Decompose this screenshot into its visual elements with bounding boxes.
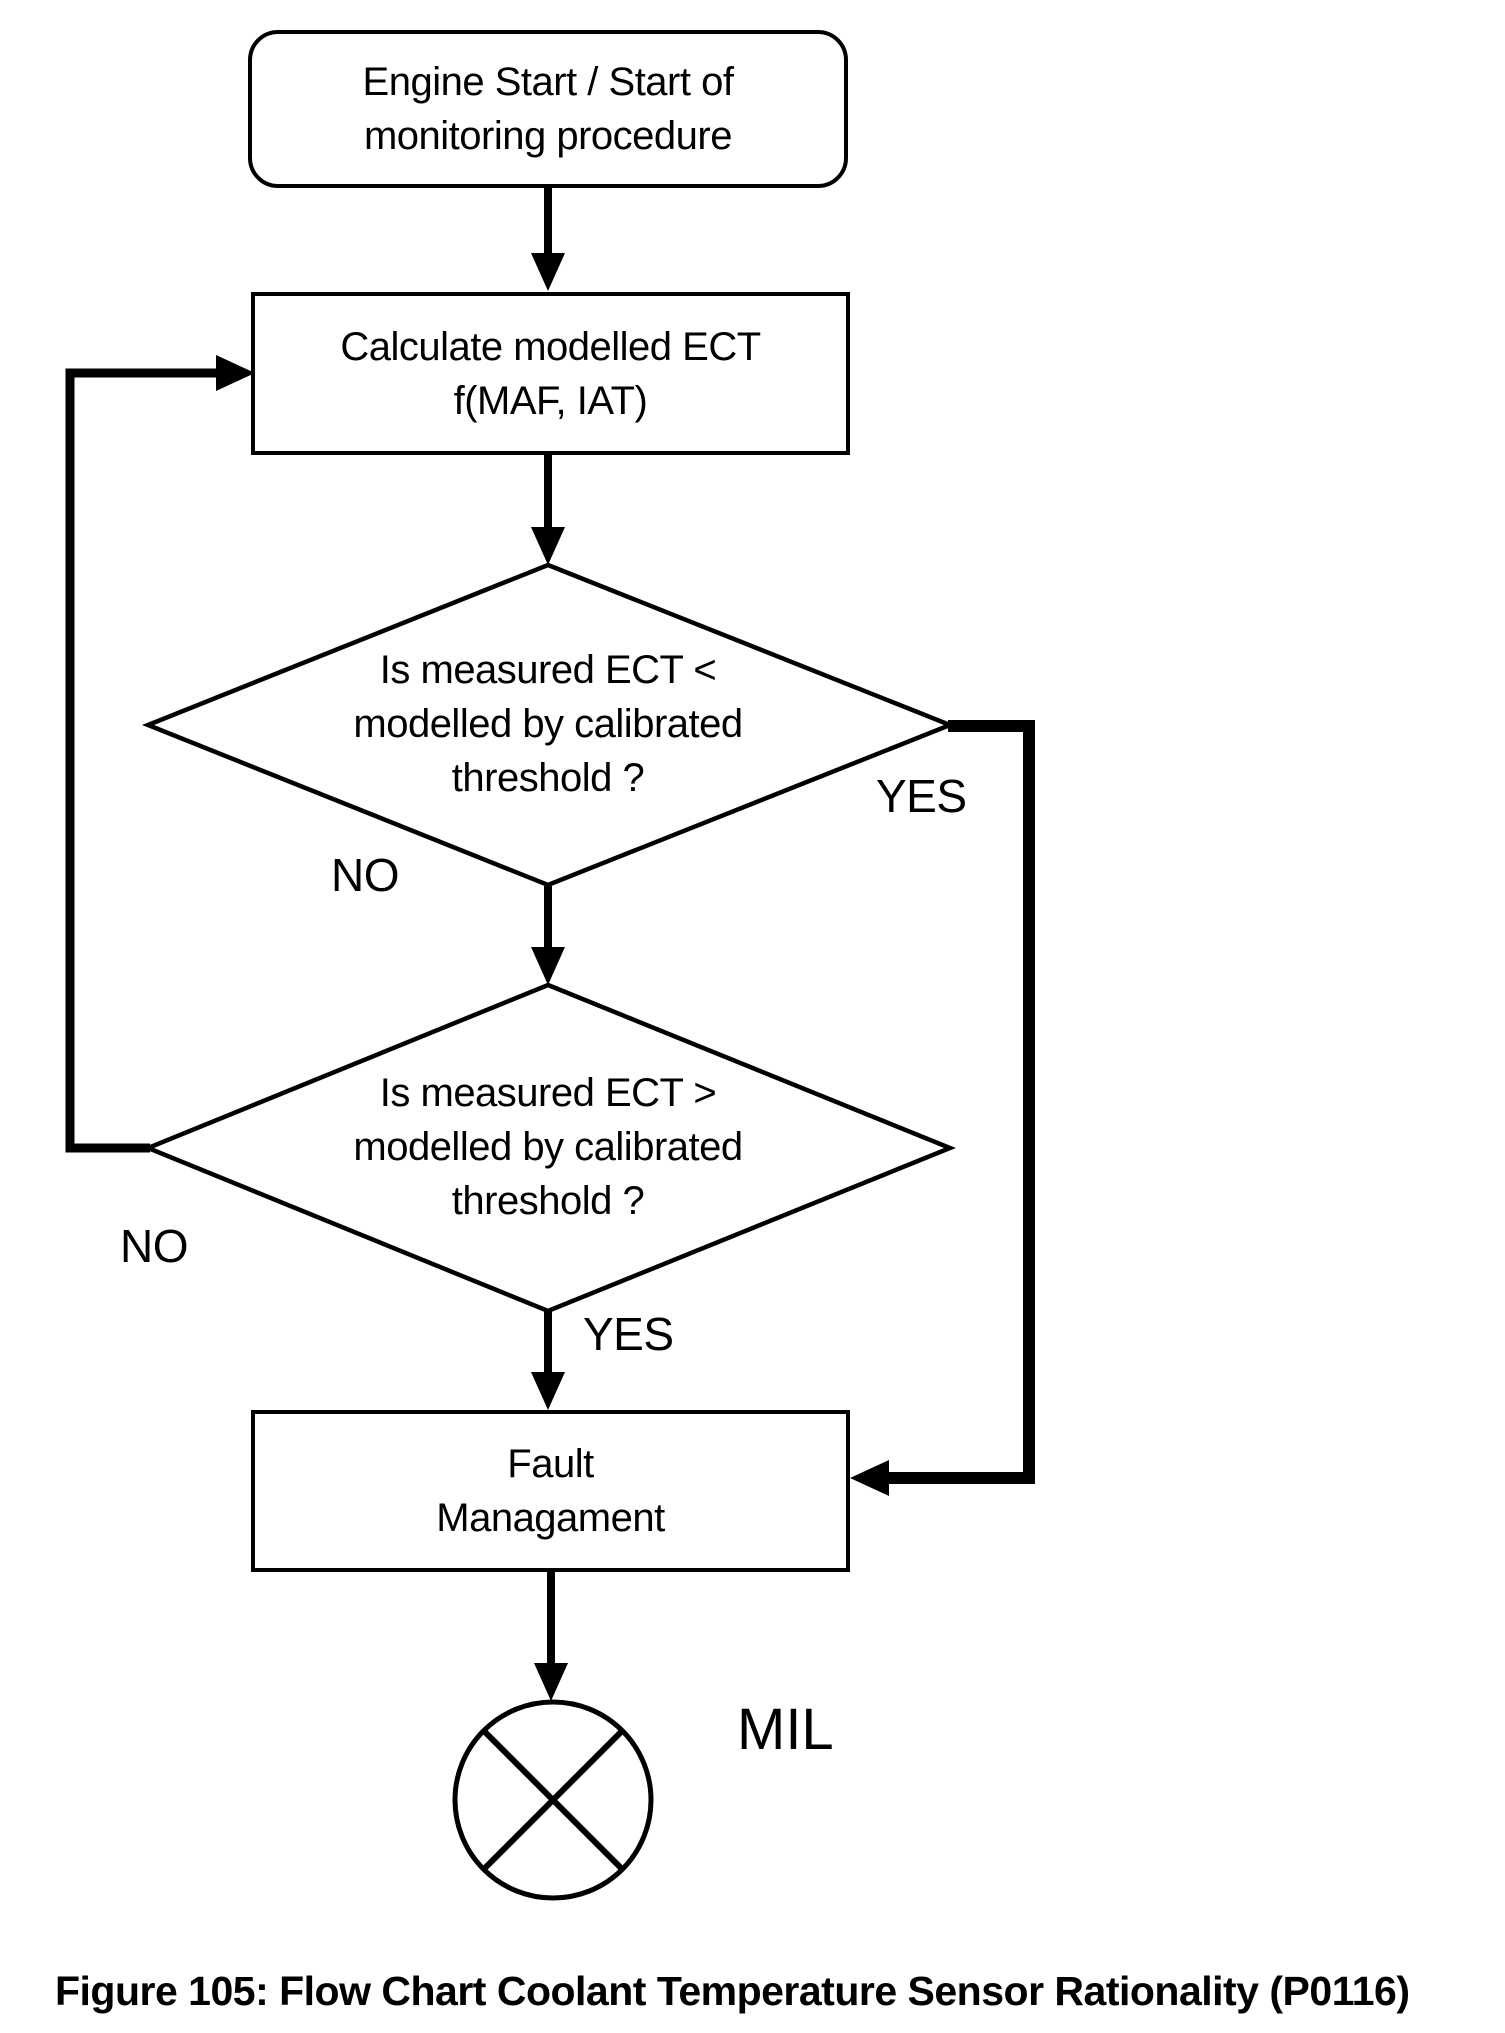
node-start-text: Engine Start / Start of monitoring proce… — [363, 55, 734, 163]
decision2-line: threshold ? — [451, 1179, 645, 1223]
arrow-decision2-yes-to-fault — [531, 1309, 565, 1410]
decision1-no-label: NO — [331, 849, 400, 901]
node-fault-text: Fault Managament — [436, 1437, 665, 1545]
edge-decision2-no-loop — [65, 355, 255, 1153]
arrowhead-into-calculate — [216, 355, 255, 391]
node-start-line: monitoring procedure — [363, 114, 732, 158]
decision1-text: Is measured ECT < modelled by calibrated… — [248, 643, 848, 805]
decision1-line: threshold ? — [451, 756, 645, 800]
node-fault-line: Managament — [436, 1496, 665, 1540]
mil-label: MIL — [737, 1697, 834, 1762]
node-calculate-text: Calculate modelled ECT f(MAF, IAT) — [340, 320, 761, 428]
decision1-line: modelled by calibrated — [353, 702, 743, 746]
decision2-text: Is measured ECT > modelled by calibrated… — [248, 1066, 848, 1228]
arrow-calculate-to-decision1 — [531, 453, 565, 565]
node-fault-line: Fault — [507, 1442, 594, 1486]
figure-caption: Figure 105: Flow Chart Coolant Temperatu… — [55, 1968, 1410, 2014]
decision2-line: modelled by calibrated — [353, 1125, 743, 1169]
node-calculate-line: Calculate modelled ECT — [340, 324, 761, 369]
decision2-yes-label: YES — [583, 1308, 674, 1360]
edge-decision1-yes-path — [850, 720, 1035, 1496]
decision2-no-label: NO — [120, 1220, 189, 1272]
node-start: Engine Start / Start of monitoring proce… — [248, 30, 848, 188]
node-start-line: Engine Start / Start of — [362, 60, 734, 104]
node-calculate-line: f(MAF, IAT) — [453, 378, 648, 423]
decision1-yes-label: YES — [876, 770, 967, 822]
mil-lamp-icon — [452, 1699, 654, 1901]
decision2-line: Is measured ECT > — [379, 1071, 717, 1115]
arrow-decision1-no-to-decision2 — [531, 883, 565, 985]
arrowhead-into-fault — [850, 1460, 889, 1496]
node-calculate: Calculate modelled ECT f(MAF, IAT) — [251, 292, 850, 455]
arrow-fault-to-mil — [534, 1570, 568, 1701]
decision1-line: Is measured ECT < — [379, 648, 717, 692]
arrow-start-to-calculate — [531, 186, 565, 291]
node-fault-management: Fault Managament — [251, 1410, 850, 1572]
